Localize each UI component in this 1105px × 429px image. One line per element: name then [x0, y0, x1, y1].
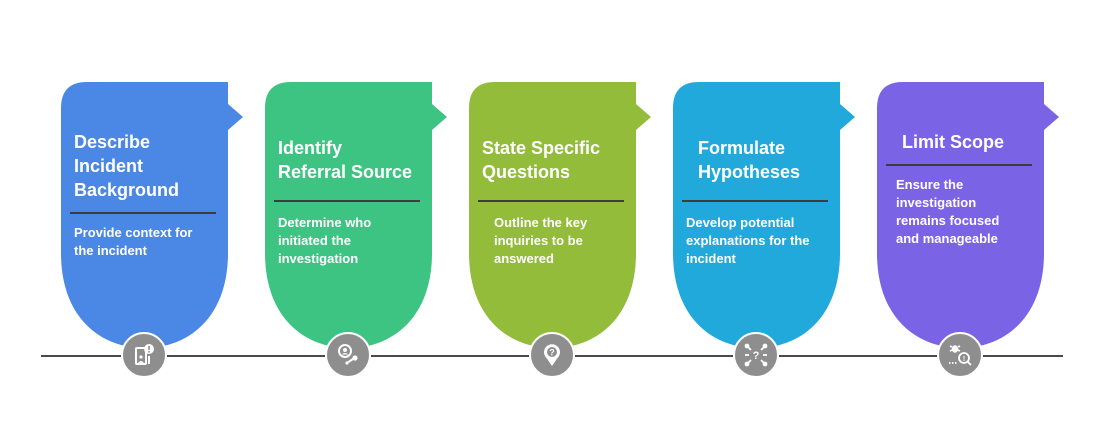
- step-description-line: Provide context for: [74, 225, 193, 240]
- step-title-line: Limit Scope: [902, 132, 1005, 152]
- step-divider: [274, 200, 420, 202]
- step-icon-badge-2: [325, 332, 371, 378]
- step-description-line: Determine who: [278, 215, 372, 230]
- step-description: Develop potential explanations for the inc…: [686, 214, 810, 268]
- step-title-line: Referral Source: [278, 162, 413, 182]
- step-description-line: incident: [686, 251, 736, 266]
- step-description-line: initiated the: [278, 233, 351, 248]
- step-title: Limit Scope: [902, 130, 1004, 154]
- step-description-line: inquiries to be: [494, 233, 583, 248]
- user-search-connection-icon: [335, 342, 361, 368]
- step-description-line: Develop potential: [686, 215, 795, 230]
- step-divider: [682, 200, 828, 202]
- step-description-line: remains focused: [896, 213, 1000, 228]
- step-card-shape: [265, 82, 447, 348]
- step-description: Determine who initiated the investigation: [278, 214, 371, 268]
- step-icon-badge-1: [121, 332, 167, 378]
- bug-magnifier-icon: !: [947, 342, 973, 368]
- question-location-pin-icon: ?: [539, 342, 565, 368]
- step-icon-badge-5: !: [937, 332, 983, 378]
- step-card-fill: [877, 82, 1059, 348]
- phone-alert-person-icon: [131, 342, 157, 368]
- step-description: Outline the key inquiries to be answered: [494, 214, 587, 268]
- step-card-shape: [877, 82, 1059, 348]
- step-description: Provide context for the incident: [74, 224, 192, 260]
- step-description-line: explanations for the: [686, 233, 810, 248]
- step-title-line: Incident: [74, 156, 144, 176]
- step-card-shape: [673, 82, 855, 348]
- step-description-line: and manageable: [896, 231, 998, 246]
- step-title-line: Formulate: [698, 138, 786, 158]
- step-description-line: Ensure the: [896, 177, 964, 192]
- svg-text:!: !: [963, 356, 965, 363]
- step-card-shape: [469, 82, 651, 348]
- step-card-fill: [265, 82, 447, 348]
- step-card-fill: [673, 82, 855, 348]
- svg-text:?: ?: [753, 350, 760, 362]
- step-icon-badge-3: ?: [529, 332, 575, 378]
- step-description-line: investigation: [896, 195, 977, 210]
- step-title-line: Describe: [74, 132, 151, 152]
- step-description-line: the incident: [74, 243, 147, 258]
- step-title-line: State Specific: [482, 138, 601, 158]
- step-divider: [70, 212, 216, 214]
- step-icon-badge-4: ?: [733, 332, 779, 378]
- step-card-fill: [469, 82, 651, 348]
- step-description-line: answered: [494, 251, 554, 266]
- step-description: Ensure the investigation remains focused an…: [896, 176, 999, 248]
- step-card-shape: [61, 82, 243, 348]
- step-divider: [478, 200, 624, 202]
- step-title-line: Questions: [482, 162, 571, 182]
- step-divider: [886, 164, 1032, 166]
- step-card-fill: [61, 82, 243, 348]
- step-description-line: Outline the key: [494, 215, 588, 230]
- step-title-line: Identify: [278, 138, 343, 158]
- svg-text:?: ?: [549, 348, 555, 358]
- step-title-line: Background: [74, 180, 180, 200]
- step-description-line: investigation: [278, 251, 359, 266]
- question-network-icon: ?: [743, 342, 769, 368]
- step-title-line: Hypotheses: [698, 162, 801, 182]
